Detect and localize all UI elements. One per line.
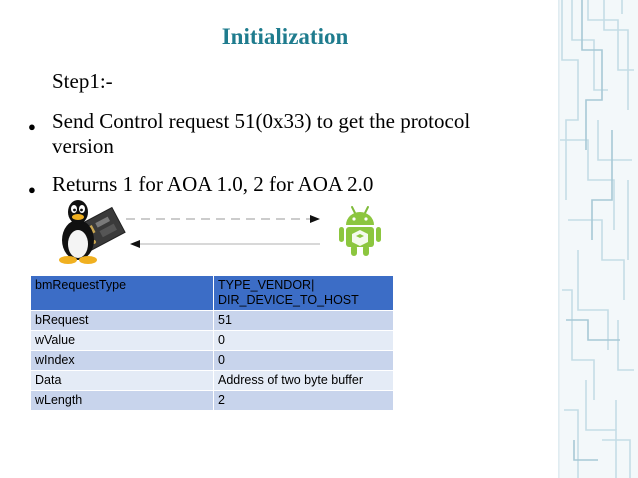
table-row: bRequest 51 [30,310,394,331]
table-row: wIndex 0 [30,350,394,371]
table-row: wValue 0 [30,330,394,351]
bullet-marker: ● [28,119,36,134]
table-cell-value: 0 [213,330,394,351]
table-cell-value: TYPE_VENDOR| DIR_DEVICE_TO_HOST [213,275,394,311]
transfer-arrows [126,215,320,248]
arrow-right-icon [126,215,320,223]
request-fields-table: bmRequestType TYPE_VENDOR| DIR_DEVICE_TO… [30,275,394,411]
table-cell-field: wValue [30,330,214,351]
linux-tux-icon [59,200,126,264]
android-robot-icon [339,206,381,256]
slide-title: Initialization [221,24,349,49]
bullet-text: Send Control request 51(0x33) to get the… [52,109,471,158]
bullet-item: ● Returns 1 for AOA 1.0, 2 for AOA 2.0 [28,172,518,197]
bullet-item: ● Send Control request 51(0x33) to get t… [28,109,518,159]
table-row: bmRequestType TYPE_VENDOR| DIR_DEVICE_TO… [30,275,394,311]
bullet-marker: ● [28,182,36,197]
circuit-pattern-decoration [558,0,638,478]
table-cell-value: 0 [213,350,394,371]
table-cell-value: 2 [213,390,394,411]
table-cell-value: 51 [213,310,394,331]
table-cell-field: bRequest [30,310,214,331]
step-label: Step1:- [52,69,113,93]
table-row: Data Address of two byte buffer [30,370,394,391]
arrow-left-icon [130,240,320,248]
table-cell-field: Data [30,370,214,391]
bullet-text: Returns 1 for AOA 1.0, 2 for AOA 2.0 [52,172,374,196]
table-cell-value: Address of two byte buffer [213,370,394,391]
table-row: wLength 2 [30,390,394,411]
table-cell-field: wIndex [30,350,214,371]
table-cell-field: wLength [30,390,214,411]
table-cell-field: bmRequestType [30,275,214,311]
